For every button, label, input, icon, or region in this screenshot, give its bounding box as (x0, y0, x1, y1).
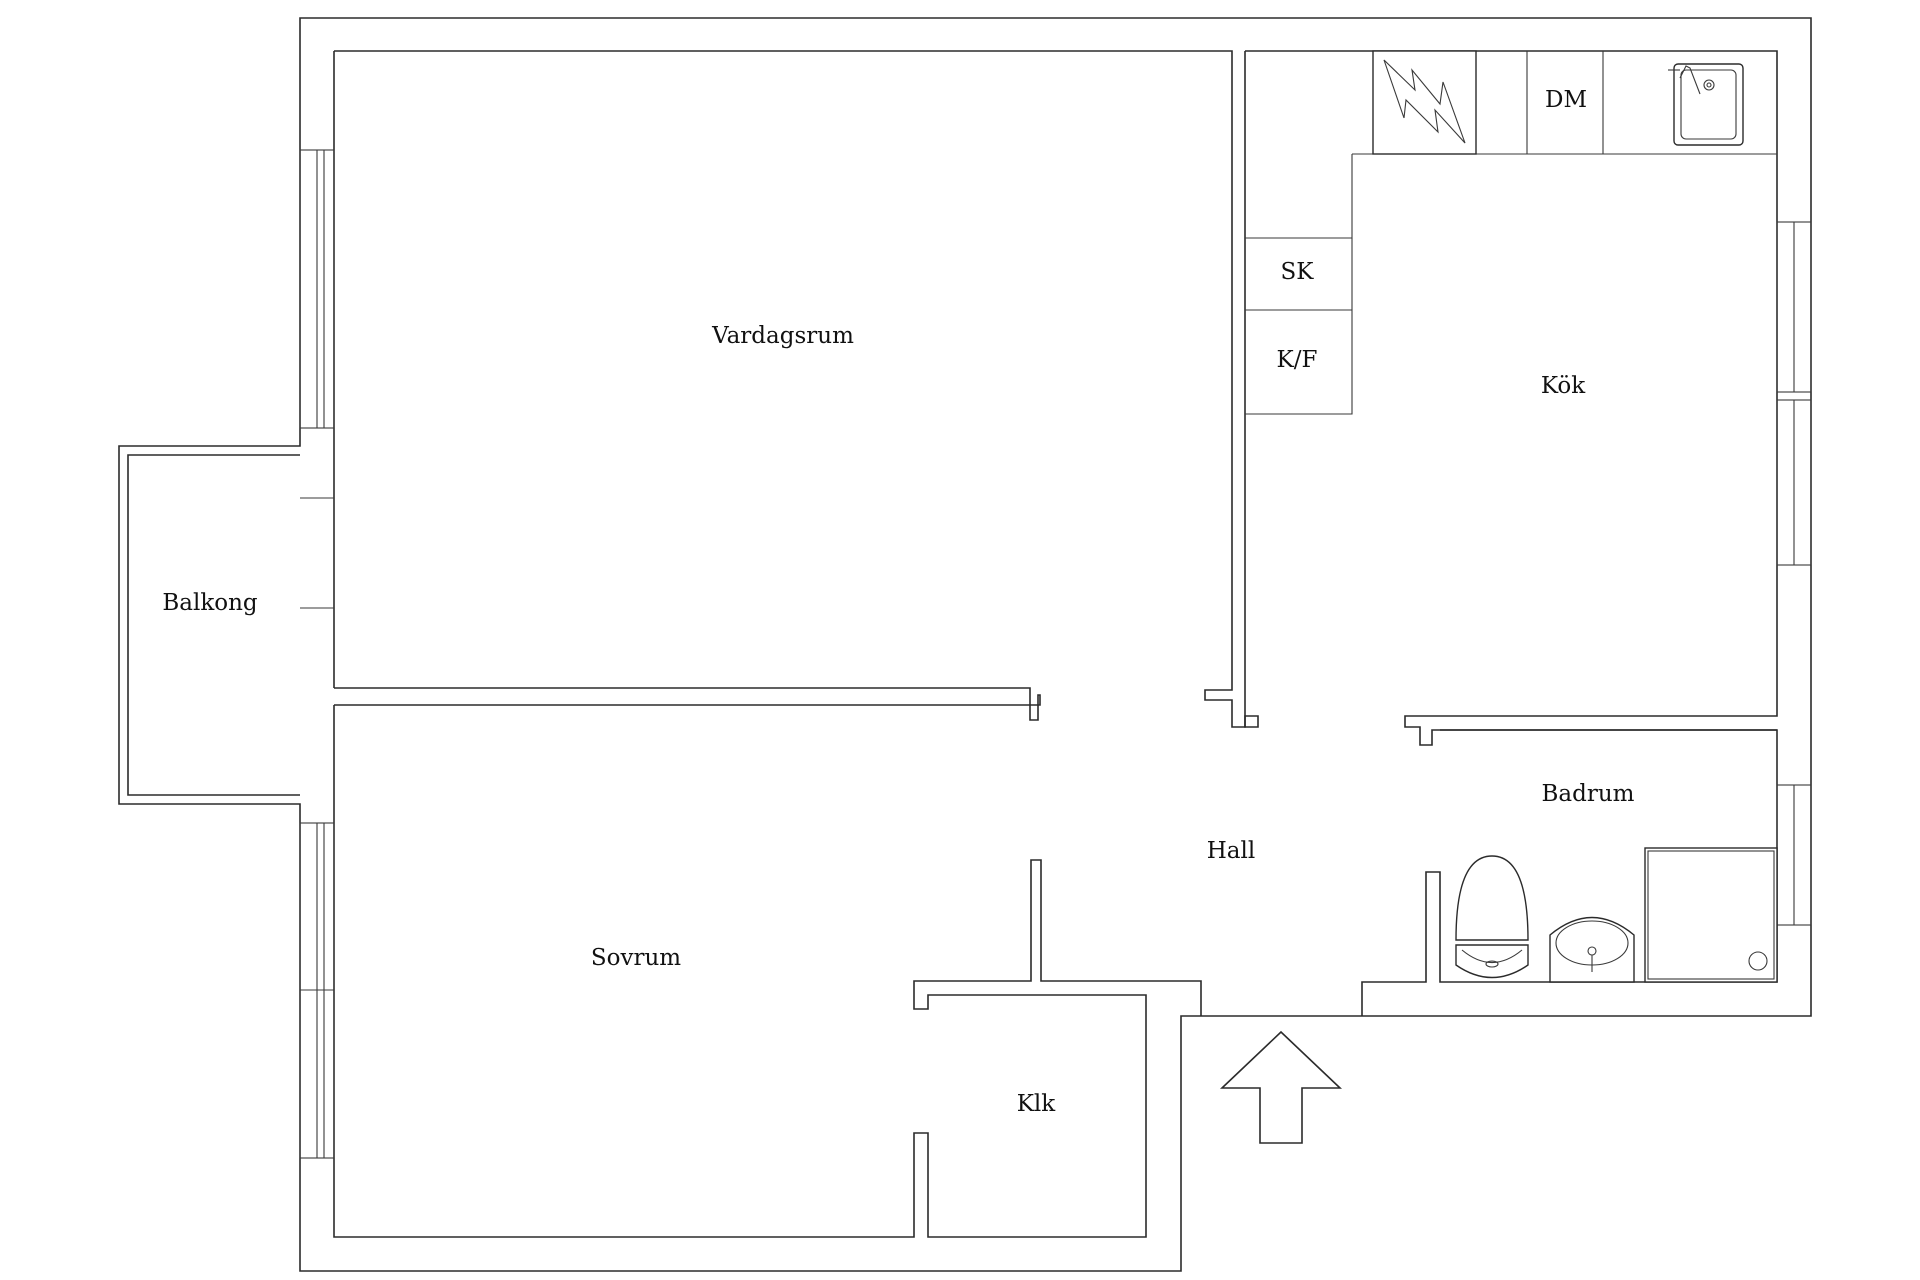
room-label-hall: Hall (1207, 838, 1255, 864)
outer-walls (118, 17, 1812, 1272)
fixture-label-cabinet: SK (1281, 259, 1315, 285)
bathroom-walls (1361, 729, 1812, 1016)
wall-living-hall (1204, 51, 1246, 728)
room-label-badrum: Badrum (1542, 781, 1635, 807)
room-label-kok: Kök (1541, 373, 1586, 399)
fixture-label-fridge-freezer: K/F (1277, 347, 1318, 373)
room-label-vardagsrum: Vardagsrum (711, 323, 854, 349)
entrance-arrow-icon (1219, 1030, 1343, 1144)
kitchen-walls (1244, 50, 1812, 746)
kitchen-counter (1245, 50, 1777, 415)
window-bedroom-left (299, 822, 335, 1159)
wall-living-bedroom (334, 687, 1041, 721)
room-label-klk: Klk (1017, 1091, 1057, 1117)
balcony (127, 454, 300, 796)
fixture-label-dishwasher: DM (1545, 87, 1587, 113)
balcony-door (300, 427, 334, 609)
room-label-sovrum: Sovrum (591, 945, 681, 971)
window-living-left (299, 149, 335, 429)
room-label-balkong: Balkong (162, 590, 258, 616)
